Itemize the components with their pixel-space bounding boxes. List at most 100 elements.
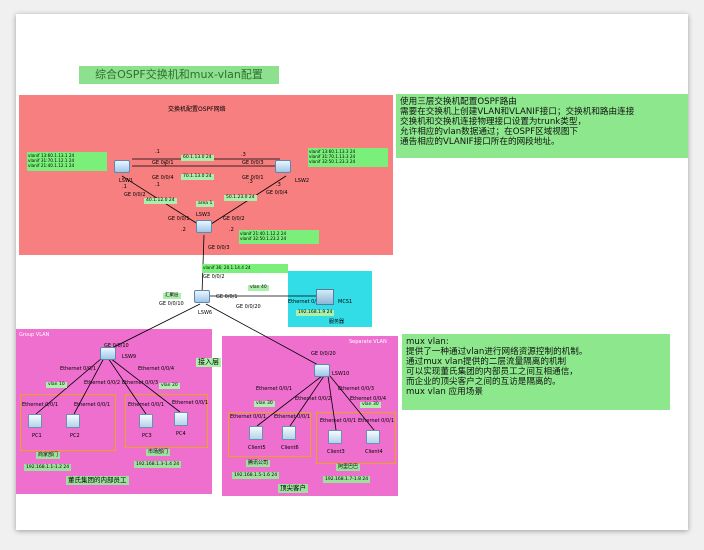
server-ip-label: 192.168.1.9 24	[296, 310, 335, 316]
diagram-canvas: 交换机配置OSPF网络 服务器 Group VLAN Separate VLAN…	[16, 14, 688, 530]
ip-mark: .3	[241, 152, 246, 158]
port-label: GE 0/0/2	[124, 192, 146, 198]
lsw3-vlanif-line: vlanif 32:50.1.23.2 24	[240, 236, 287, 242]
vlan20-label: vlan 20	[159, 383, 180, 389]
link-label-70: 70.1.13.0 24	[181, 174, 214, 180]
port-label: Ethernet 0/0/4	[350, 396, 387, 402]
link-lsw9-pc3	[107, 357, 147, 415]
lsw10-switch-icon[interactable]	[314, 364, 330, 377]
mux-note-line: 通过mux vlan提供的二层流量隔离的机制	[406, 357, 567, 367]
ip-mark: .1	[155, 149, 160, 155]
port-label: Ethernet 0/0/1	[74, 402, 111, 408]
ospf-note-line: 使用三层交换机配置OSPF路由	[400, 97, 517, 107]
market-group-box	[125, 394, 208, 448]
page-title: 综合OSPF交换机和mux-vlan配置	[79, 66, 279, 84]
client4-icon[interactable]	[366, 430, 380, 444]
mux-note-line: mux vlan:	[406, 337, 449, 347]
port-label: Ethernet 0/0/1	[60, 366, 97, 372]
lsw6-label: LSW6	[198, 310, 213, 316]
port-label: Ethernet 0/0/4	[138, 366, 175, 372]
mcs1-label: MCS1	[338, 299, 353, 305]
link-lsw9-pc2	[73, 357, 105, 415]
link-label-50: 50.1.23.0 24	[224, 195, 257, 201]
link-lsw10-client3	[327, 375, 337, 431]
vlan10-label: vlan 10	[46, 382, 67, 388]
pc3-icon[interactable]	[139, 414, 153, 428]
vlan30-label: vlan 30	[360, 402, 381, 408]
port-label: GE 0/0/3	[208, 245, 230, 251]
ip-mark: .3	[276, 182, 281, 188]
lsw3-switch-icon[interactable]	[196, 220, 212, 233]
port-label: Ethernet 0/0/1	[274, 414, 311, 420]
client4-label: Client4	[365, 449, 383, 455]
lsw1-switch-icon[interactable]	[114, 160, 130, 173]
trade-group-box	[20, 394, 116, 451]
lsw10-label: LSW10	[332, 371, 350, 377]
link-lsw9-pc1	[35, 357, 103, 415]
link-lsw6-lsw10	[205, 303, 321, 367]
internal-staff-label: 董氏集团的内部员工	[66, 476, 129, 485]
link-lsw10-client4	[329, 375, 375, 431]
lsw1-vlanif-line: vlanif 13:60.1.13.1 24	[28, 153, 75, 158]
ip-mark: .3	[248, 179, 253, 185]
market-dept-label: 市场部门	[146, 449, 171, 456]
ospf-region-label: 交换机配置OSPF网络	[168, 106, 226, 113]
lsw6-vlanif-box: vlanif 36: 20.1.14.4 24	[202, 264, 288, 273]
port-label: GE 0/0/4	[152, 175, 174, 181]
ip-mark: .1	[162, 162, 167, 168]
pc1-icon[interactable]	[28, 414, 42, 428]
link-lsw6-lsw9	[107, 303, 201, 351]
topology-links	[35, 158, 375, 431]
ip-mark: .1	[122, 184, 127, 190]
client5-icon[interactable]	[249, 426, 263, 440]
server-region-label: 服务器	[329, 319, 345, 325]
mcs1-server-icon[interactable]	[316, 289, 334, 305]
tencent-label: 腾讯公司	[246, 460, 271, 467]
port-label: GE 0/0/1	[242, 175, 264, 181]
port-label: Ethernet 0/0/1	[172, 400, 209, 406]
ospf-note-line: 交换机和交换机连接物理接口设置为trunk类型，	[400, 117, 587, 127]
pc2-icon[interactable]	[66, 414, 80, 428]
lsw2-vlanif-line: vlanif 32:50.1.23.3 24	[309, 159, 356, 165]
ospf-note-line: 允许相应的vlan数据通过；在OSPF区域视图下	[400, 127, 579, 137]
alibaba-group-box	[316, 412, 396, 464]
area-label: area 1	[196, 201, 215, 207]
link-label-40: 40.1.12.0 24	[144, 198, 177, 204]
lsw2-label: LSW2	[295, 178, 310, 184]
port-label: GE 0/0/20	[311, 351, 336, 357]
pc4-label: PC4	[176, 431, 186, 437]
link-lsw10-client6	[289, 375, 325, 427]
tencent-ip: 192.168.1.5-1.6 24	[232, 472, 280, 479]
port-label: GE 0/0/4	[266, 190, 288, 196]
port-label: Ethernet 0/0/1	[358, 418, 395, 424]
port-label: Ethernet 0/0/2	[295, 396, 332, 402]
client6-icon[interactable]	[282, 426, 296, 440]
lsw1-label: LSW1	[119, 178, 134, 184]
vlan40-label: vlan 40	[248, 285, 269, 291]
client3-icon[interactable]	[328, 430, 342, 444]
pc2-label: PC2	[70, 433, 80, 439]
lsw3-vlanif-line: vlanif 21:40.1.12.2 24	[240, 231, 287, 236]
port-label: Ethernet 0/0/1	[256, 386, 293, 392]
mux-note-line: mux vlan 应用场景	[406, 387, 483, 397]
tencent-group-box	[228, 412, 311, 457]
port-label: GE 0/0/10	[104, 343, 129, 349]
access-layer-label: 接入层	[196, 358, 221, 367]
port-label: Ethernet 0/0/1	[288, 299, 325, 305]
lsw9-switch-icon[interactable]	[100, 347, 116, 360]
lsw9-label: LSW9	[122, 354, 137, 360]
mux-note-line: 而企业的顶尖客户之间的互访是隔离的。	[406, 377, 561, 387]
lsw6-switch-icon[interactable]	[194, 290, 210, 303]
mux-vlan-note: mux vlan: 提供了一种通过vlan进行网络资源控制的机制。 通过mux …	[402, 334, 670, 410]
mux-note-line: 提供了一种通过vlan进行网络资源控制的机制。	[406, 347, 588, 357]
port-label: GE 0/0/1	[216, 294, 238, 300]
lsw2-switch-icon[interactable]	[275, 160, 291, 173]
link-lsw9-pc4	[109, 357, 181, 413]
alibaba-label: 阿里巴巴	[336, 464, 361, 471]
ospf-note-line: 需要在交换机上创建VLAN和VLANIF接口；交换机和路由连接	[400, 107, 635, 117]
lsw6-vlanif-line: vlanif 36: 20.1.14.4 24	[203, 265, 251, 270]
pc4-icon[interactable]	[174, 412, 188, 426]
port-label: GE 0/0/20	[236, 304, 261, 310]
ospf-note-line: 通告相应的VLANIF接口所在的网段地址。	[400, 137, 560, 147]
group-vlan-label: Group VLAN	[19, 332, 50, 338]
